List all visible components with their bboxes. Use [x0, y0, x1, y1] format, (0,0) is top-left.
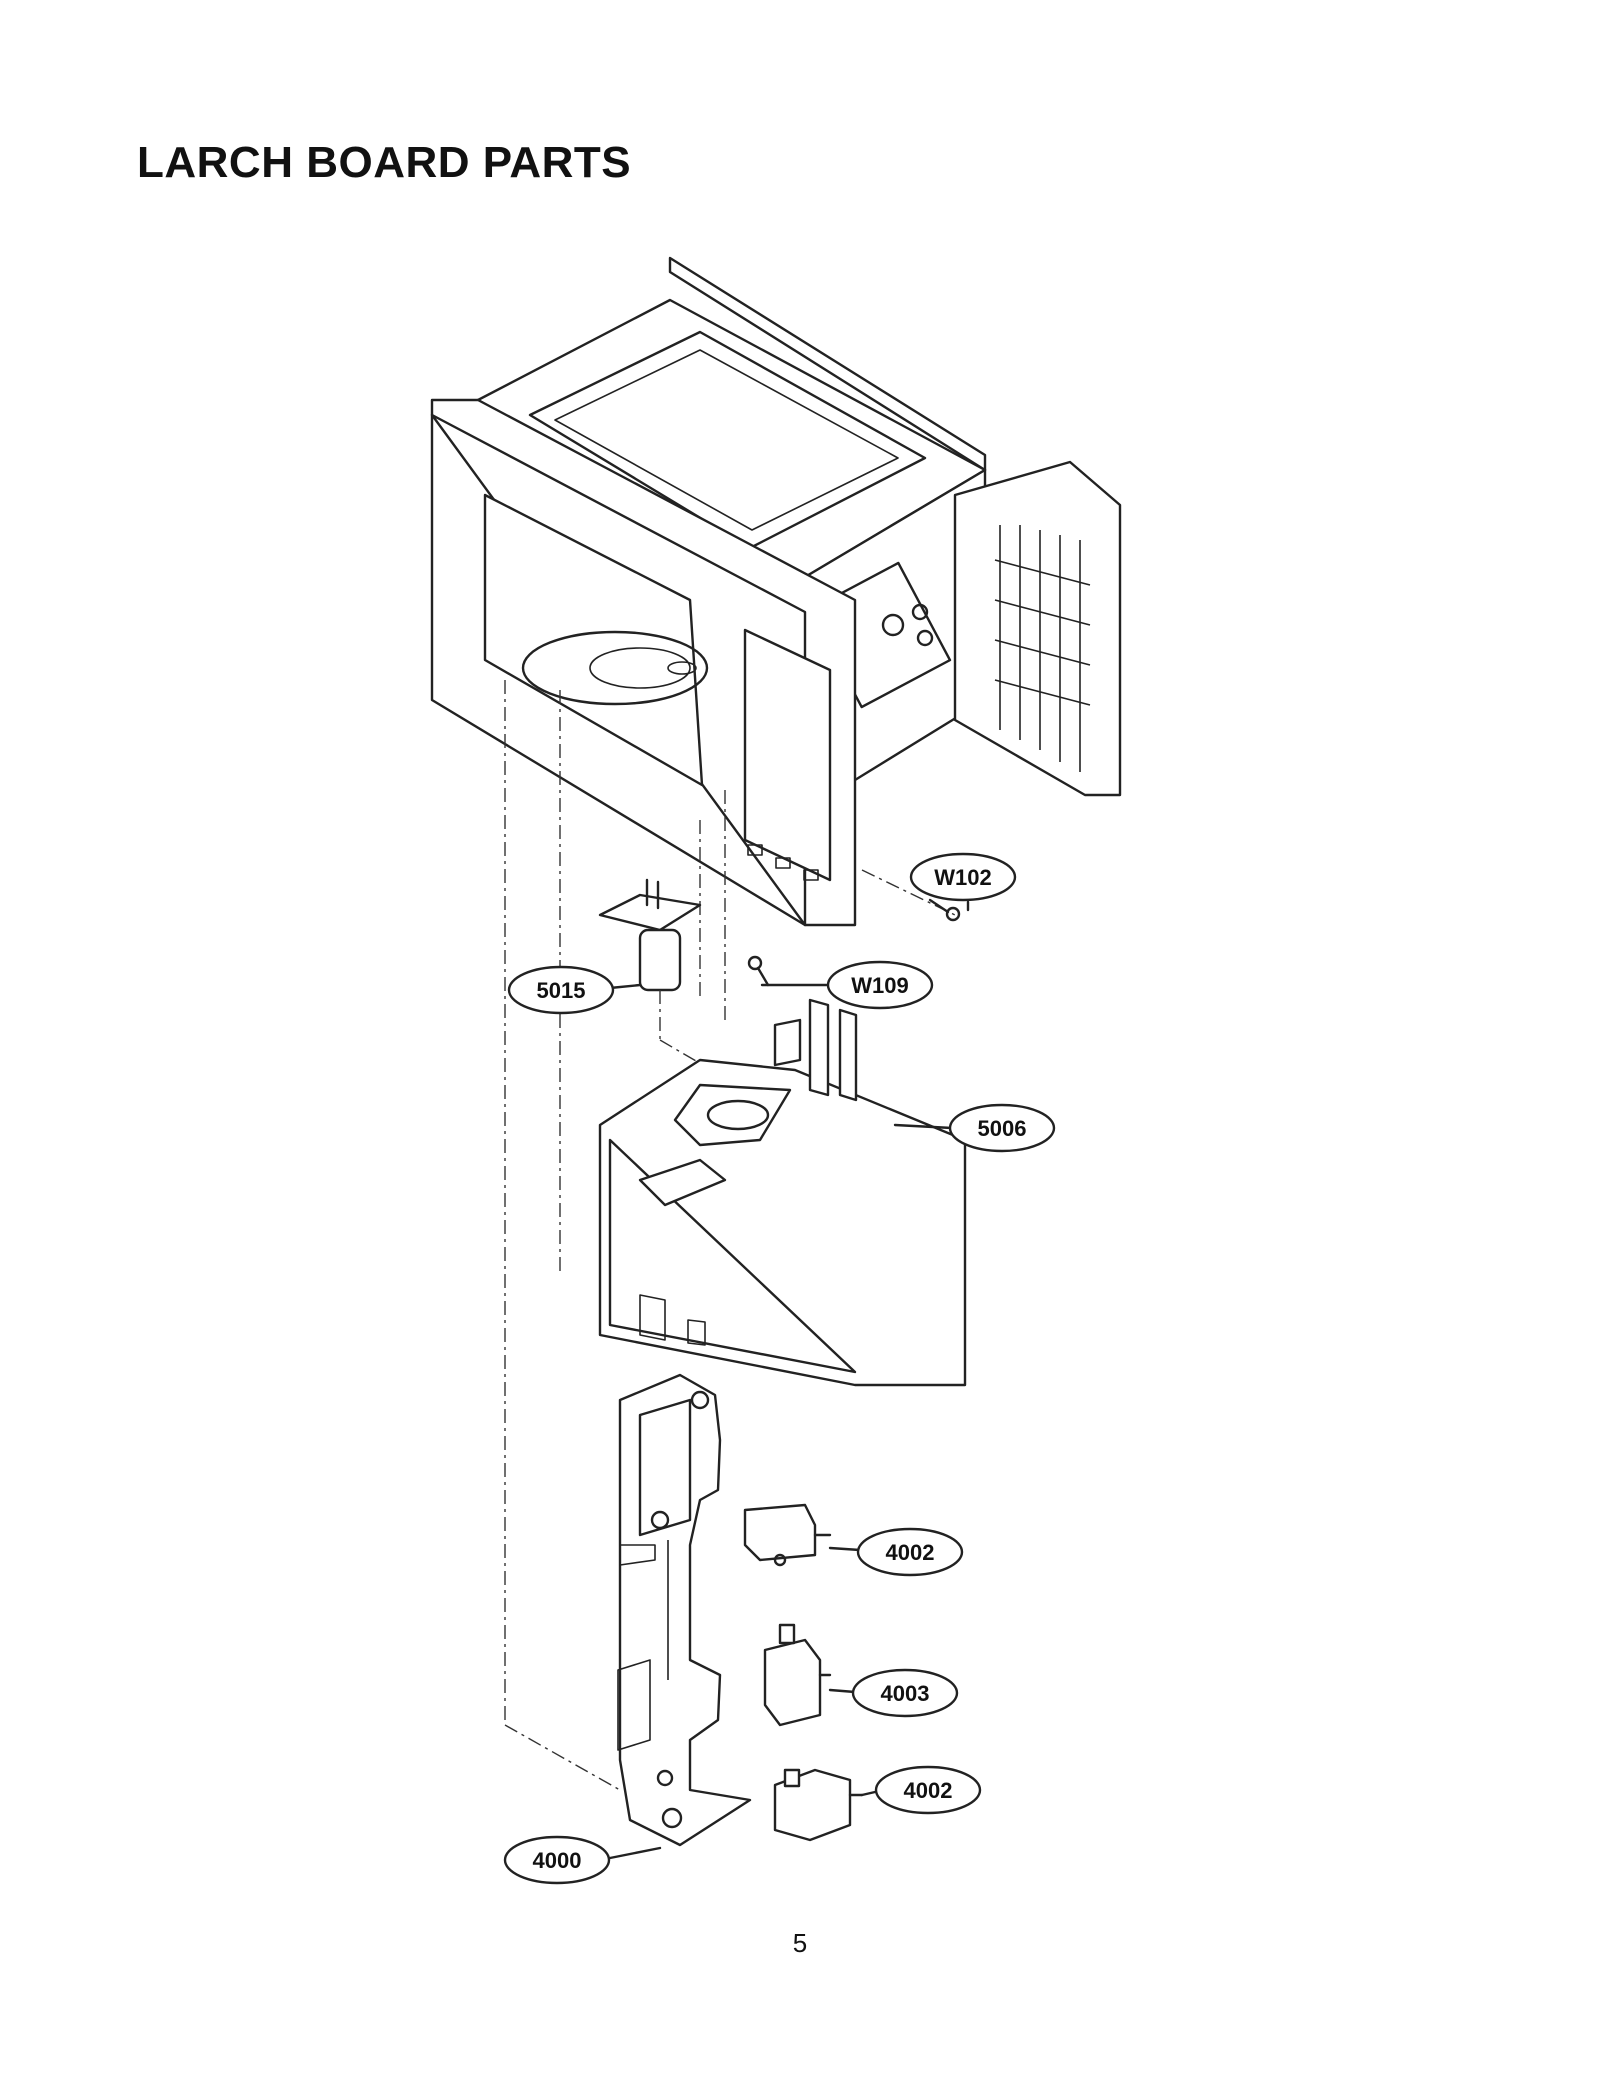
callout-5006: 5006 [893, 1103, 1056, 1153]
callout-4002-lower: 4002 [860, 1765, 982, 1815]
callout-4000: 4000 [503, 1835, 662, 1885]
callout-label-W109: W109 [851, 973, 908, 998]
callout-label-4000: 4000 [533, 1848, 582, 1873]
callout-label-5006: 5006 [978, 1116, 1027, 1141]
part-switch-4002-lower [773, 1768, 864, 1842]
part-latch-board-4000 [617, 1373, 752, 1847]
part-screw-W102 [928, 898, 961, 922]
part-lamp-5015 [598, 878, 721, 1076]
callout-label-W102: W102 [934, 865, 991, 890]
callout-label-4002-upper: 4002 [886, 1540, 935, 1565]
page-title: LARCH BOARD PARTS [137, 138, 632, 187]
callout-W102: W102 [909, 852, 1017, 912]
page-number: 5 [792, 1928, 808, 1958]
part-switch-4003 [763, 1623, 832, 1727]
callout-label-4002-lower: 4002 [904, 1778, 953, 1803]
callout-4003: 4003 [828, 1668, 959, 1718]
callout-5015: 5015 [507, 965, 642, 1015]
callout-W109: W109 [760, 960, 934, 1010]
callout-label-5015: 5015 [537, 978, 586, 1003]
callout-4002-upper: 4002 [828, 1527, 964, 1577]
part-screw-W109 [747, 955, 770, 987]
vent-grid [994, 525, 1091, 772]
part-bracket-5006 [598, 998, 967, 1387]
callout-label-4003: 4003 [881, 1681, 930, 1706]
microwave-cavity [430, 256, 1122, 927]
part-switch-4002-upper [743, 1503, 832, 1567]
